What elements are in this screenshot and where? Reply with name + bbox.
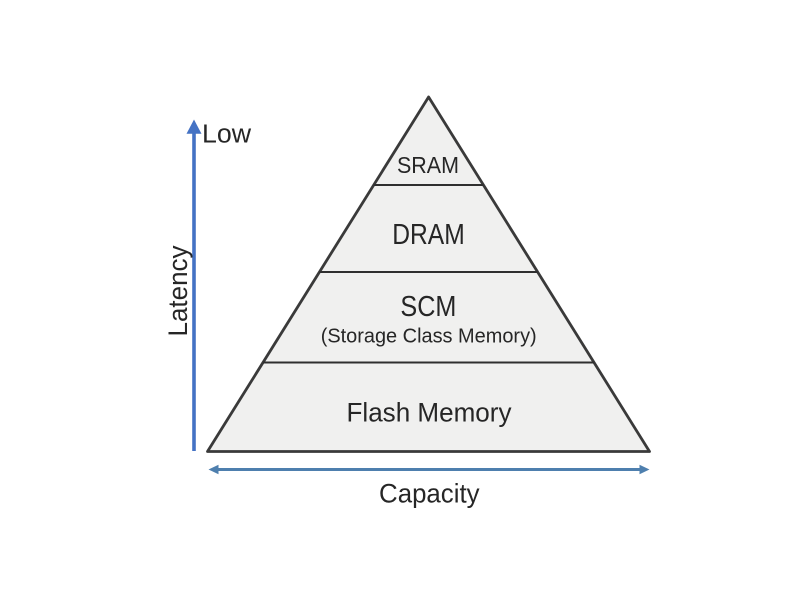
svg-text:SRAM: SRAM	[397, 152, 459, 178]
svg-text:Capacity: Capacity	[379, 478, 480, 508]
svg-text:(Storage Class Memory): (Storage Class Memory)	[321, 326, 537, 348]
svg-text:SCM: SCM	[400, 291, 456, 323]
svg-text:Flash Memory: Flash Memory	[347, 398, 513, 428]
svg-text:DRAM: DRAM	[392, 219, 465, 251]
svg-text:Low: Low	[202, 118, 251, 148]
svg-text:Latency: Latency	[163, 245, 193, 337]
